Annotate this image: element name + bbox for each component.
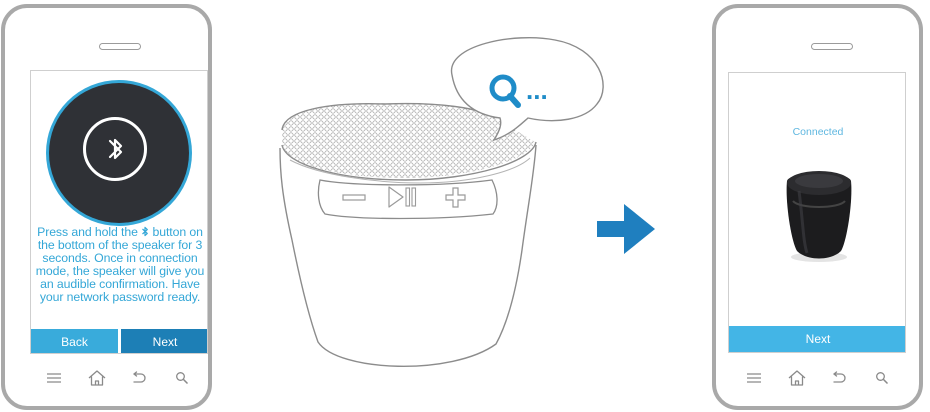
bubble-ellipsis: ... bbox=[526, 75, 548, 105]
menu-icon[interactable] bbox=[743, 367, 765, 389]
phone-nav-bar bbox=[733, 366, 903, 390]
arrow-right-icon bbox=[597, 204, 655, 254]
return-icon[interactable] bbox=[828, 367, 850, 389]
speaker-photo bbox=[759, 161, 879, 271]
connection-status: Connected bbox=[729, 126, 906, 138]
search-icon[interactable] bbox=[871, 367, 893, 389]
control-panel bbox=[318, 180, 497, 219]
next-button[interactable]: Next bbox=[729, 326, 906, 353]
speaker-body bbox=[280, 145, 536, 366]
phone-earpiece bbox=[811, 43, 853, 50]
connected-screen: Connected Next bbox=[728, 72, 906, 353]
home-icon[interactable] bbox=[786, 367, 808, 389]
